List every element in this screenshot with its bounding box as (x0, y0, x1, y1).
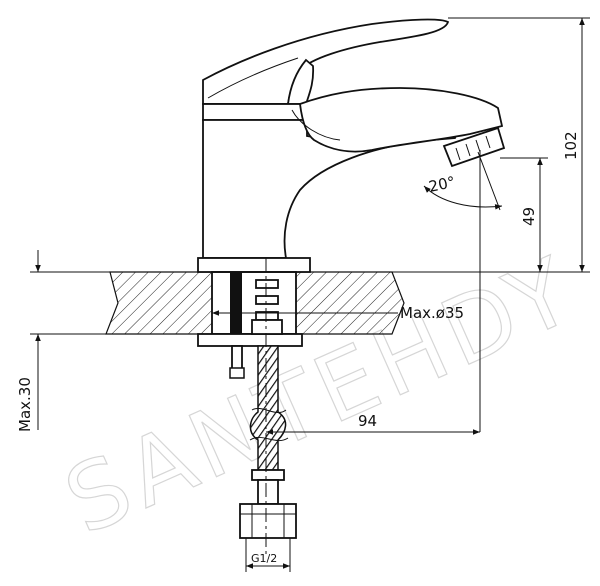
dimension-102-label: 102 (562, 131, 580, 160)
flexible-hose (239, 345, 297, 539)
dimension-max-thickness-label: Max.30 (16, 377, 34, 432)
dimension-counter-thickness: Max.30 (16, 250, 200, 432)
dimension-spout-reach: 94 (266, 412, 480, 435)
faucet-body (197, 18, 506, 273)
connection-nut (239, 503, 297, 539)
dimension-spout-height: 49 (500, 157, 548, 272)
dimension-angle: 20° (423, 151, 503, 211)
dimension-angle-label: 20° (427, 173, 457, 196)
dimension-thread-label: G1/2 (251, 552, 277, 565)
mounting-assembly (197, 271, 303, 379)
dimension-max-diameter-label: Max.ø35 (400, 304, 464, 322)
dimension-total-height: 102 (300, 17, 590, 273)
dimension-thread: G1/2 (245, 538, 291, 572)
dimension-hole-diameter: Max.ø35 (212, 304, 464, 322)
dimension-49-label: 49 (520, 207, 538, 226)
dimension-94-label: 94 (358, 412, 377, 430)
